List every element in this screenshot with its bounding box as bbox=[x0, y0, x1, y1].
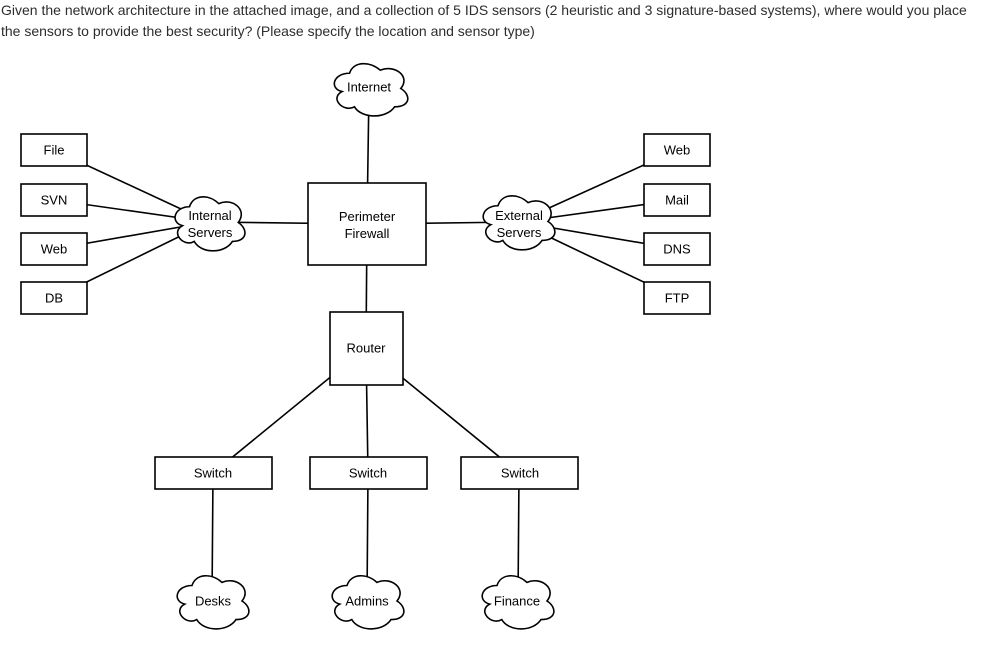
node-internet-cloud bbox=[333, 62, 409, 117]
node-label-web-internal: Web bbox=[40, 241, 68, 257]
node-file-box bbox=[20, 133, 88, 167]
node-web-internal-box bbox=[20, 232, 88, 266]
node-label-external-servers: External Servers bbox=[495, 208, 543, 240]
node-switch-right-box bbox=[460, 456, 579, 490]
question-text: Given the network architecture in the at… bbox=[1, 2, 967, 39]
node-label-file: File bbox=[43, 142, 65, 158]
node-dns-box bbox=[643, 232, 711, 266]
shapes-layer bbox=[20, 62, 711, 630]
node-external-servers-cloud bbox=[482, 195, 556, 251]
node-label-mail: Mail bbox=[665, 192, 689, 208]
node-perimeter-firewall-box bbox=[307, 182, 427, 266]
node-label-web-external: Web bbox=[663, 142, 691, 158]
node-label-db: DB bbox=[44, 290, 64, 306]
node-internal-servers-cloud bbox=[174, 196, 246, 252]
node-label-switch-right: Switch bbox=[500, 465, 540, 481]
node-label-desks: Desks bbox=[194, 593, 232, 609]
node-label-svn: SVN bbox=[40, 192, 68, 208]
node-db-box bbox=[20, 281, 88, 315]
node-svn-box bbox=[20, 183, 88, 217]
node-label-admins: Admins bbox=[345, 593, 389, 609]
node-label-switch-left: Switch bbox=[193, 465, 233, 481]
node-mail-box bbox=[643, 183, 711, 217]
node-label-internet: Internet bbox=[346, 79, 392, 95]
node-label-dns: DNS bbox=[663, 241, 691, 257]
node-ftp-box bbox=[643, 281, 711, 315]
node-label-switch-middle: Switch bbox=[348, 465, 388, 481]
node-label-ftp: FTP bbox=[664, 290, 690, 306]
node-label-finance: Finance bbox=[493, 593, 541, 609]
node-switch-middle-box bbox=[309, 456, 428, 490]
node-label-router: Router bbox=[346, 340, 386, 356]
node-admins-cloud bbox=[331, 575, 405, 630]
node-finance-cloud bbox=[481, 575, 555, 630]
node-label-perimeter-firewall: Perimeter Firewall bbox=[338, 209, 396, 241]
node-desks-cloud bbox=[176, 575, 250, 630]
node-switch-left-box bbox=[154, 456, 273, 490]
node-label-internal-servers: Internal Servers bbox=[187, 208, 233, 240]
node-web-external-box bbox=[643, 133, 711, 167]
node-router-box bbox=[329, 311, 404, 386]
